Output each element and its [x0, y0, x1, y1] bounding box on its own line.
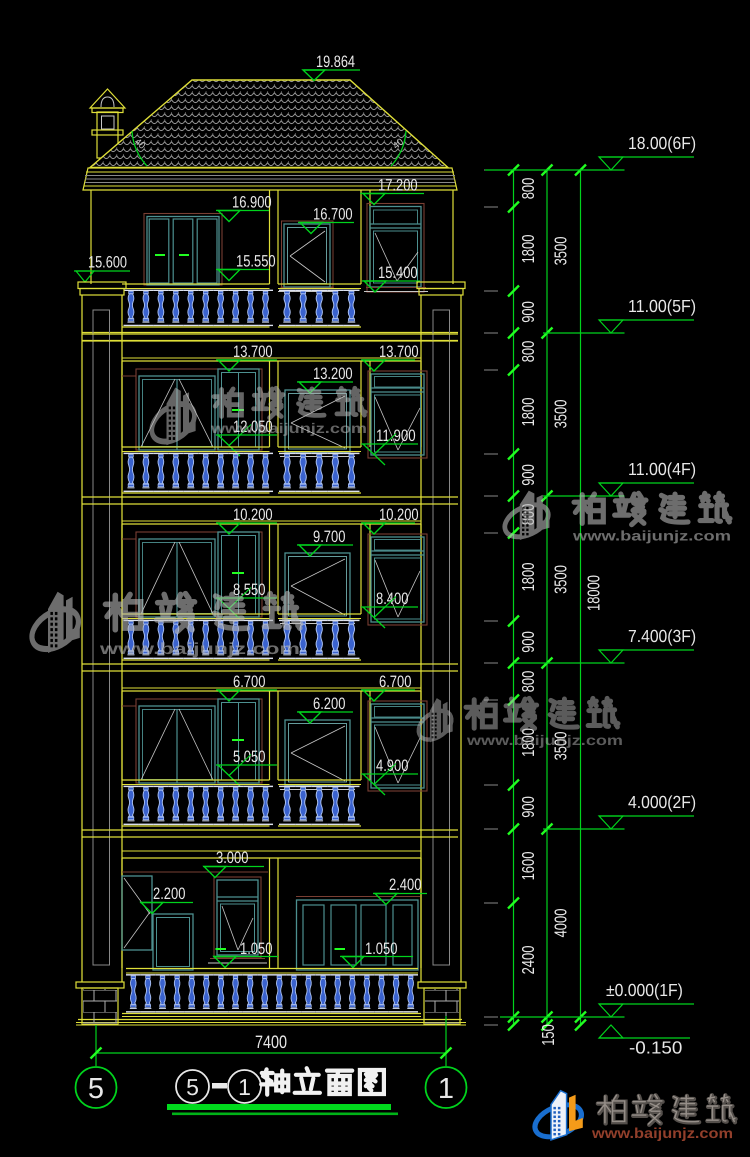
svg-text:5.050: 5.050 [233, 748, 265, 766]
svg-text:900: 900 [518, 631, 538, 653]
svg-text:www.baijunjz.com: www.baijunjz.com [572, 527, 731, 543]
svg-text:1600: 1600 [518, 851, 538, 880]
svg-text:11.00(5F): 11.00(5F) [628, 296, 696, 316]
svg-text:www.baijunjz.com: www.baijunjz.com [99, 641, 300, 658]
svg-text:1800: 1800 [518, 234, 538, 263]
svg-text:www.baijunjz.com: www.baijunjz.com [210, 420, 367, 436]
svg-text:4.000(2F): 4.000(2F) [628, 792, 696, 812]
svg-text:1.050: 1.050 [365, 940, 397, 958]
svg-text:±0.000(1F): ±0.000(1F) [606, 980, 683, 1000]
svg-text:www.baijunjz.com: www.baijunjz.com [591, 1126, 733, 1142]
svg-text:800: 800 [518, 178, 538, 200]
svg-text:11.00(4F): 11.00(4F) [628, 459, 696, 479]
svg-text:6.700: 6.700 [233, 673, 265, 691]
svg-text:10.200: 10.200 [379, 506, 419, 524]
svg-text:5: 5 [186, 1074, 199, 1100]
svg-text:5: 5 [88, 1073, 104, 1105]
svg-text:www.baijunjz.com: www.baijunjz.com [466, 732, 623, 748]
svg-text:2.400: 2.400 [389, 876, 421, 894]
svg-text:6.200: 6.200 [313, 695, 345, 713]
svg-text:15.550: 15.550 [236, 253, 276, 271]
svg-text:1800: 1800 [518, 728, 538, 757]
svg-text:10.200: 10.200 [233, 506, 273, 524]
svg-text:6.700: 6.700 [379, 673, 411, 691]
svg-text:3500: 3500 [551, 565, 571, 594]
svg-text:13.700: 13.700 [379, 343, 419, 361]
svg-text:9.700: 9.700 [313, 528, 345, 546]
svg-text:2400: 2400 [518, 945, 538, 974]
svg-text:900: 900 [518, 796, 538, 818]
svg-text:7.400(3F): 7.400(3F) [628, 626, 696, 646]
svg-text:18000: 18000 [584, 575, 604, 611]
svg-text:1.050: 1.050 [240, 940, 272, 958]
svg-text:11.900: 11.900 [376, 427, 416, 445]
svg-text:8.400: 8.400 [376, 590, 408, 608]
svg-text:16.700: 16.700 [313, 206, 353, 224]
svg-text:3500: 3500 [551, 236, 571, 265]
svg-text:3.000: 3.000 [216, 849, 248, 867]
svg-text:4.900: 4.900 [376, 757, 408, 775]
svg-text:900: 900 [518, 464, 538, 486]
svg-text:8.550: 8.550 [233, 581, 265, 599]
svg-text:15.600: 15.600 [88, 254, 127, 272]
svg-text:1800: 1800 [518, 397, 538, 426]
svg-text:4000: 4000 [551, 908, 571, 937]
svg-text:16.900: 16.900 [232, 194, 272, 212]
svg-text:2.200: 2.200 [153, 885, 185, 903]
svg-text:800: 800 [518, 671, 538, 693]
svg-text:19.864: 19.864 [316, 53, 355, 71]
svg-text:17.200: 17.200 [378, 177, 418, 195]
svg-text:1800: 1800 [518, 562, 538, 591]
svg-text:1: 1 [438, 1073, 454, 1105]
svg-text:800: 800 [518, 341, 538, 363]
svg-text:150: 150 [538, 1024, 558, 1046]
svg-text:3500: 3500 [551, 731, 571, 760]
svg-text:1: 1 [238, 1074, 251, 1100]
svg-text:7400: 7400 [255, 1032, 287, 1052]
svg-text:-0.150: -0.150 [629, 1038, 683, 1058]
svg-text:15.400: 15.400 [378, 264, 418, 282]
svg-text:13.700: 13.700 [233, 343, 273, 361]
svg-text:900: 900 [518, 301, 538, 323]
svg-text:18.00(6F): 18.00(6F) [628, 133, 696, 153]
svg-text:13.200: 13.200 [313, 365, 353, 383]
svg-text:3500: 3500 [551, 399, 571, 428]
